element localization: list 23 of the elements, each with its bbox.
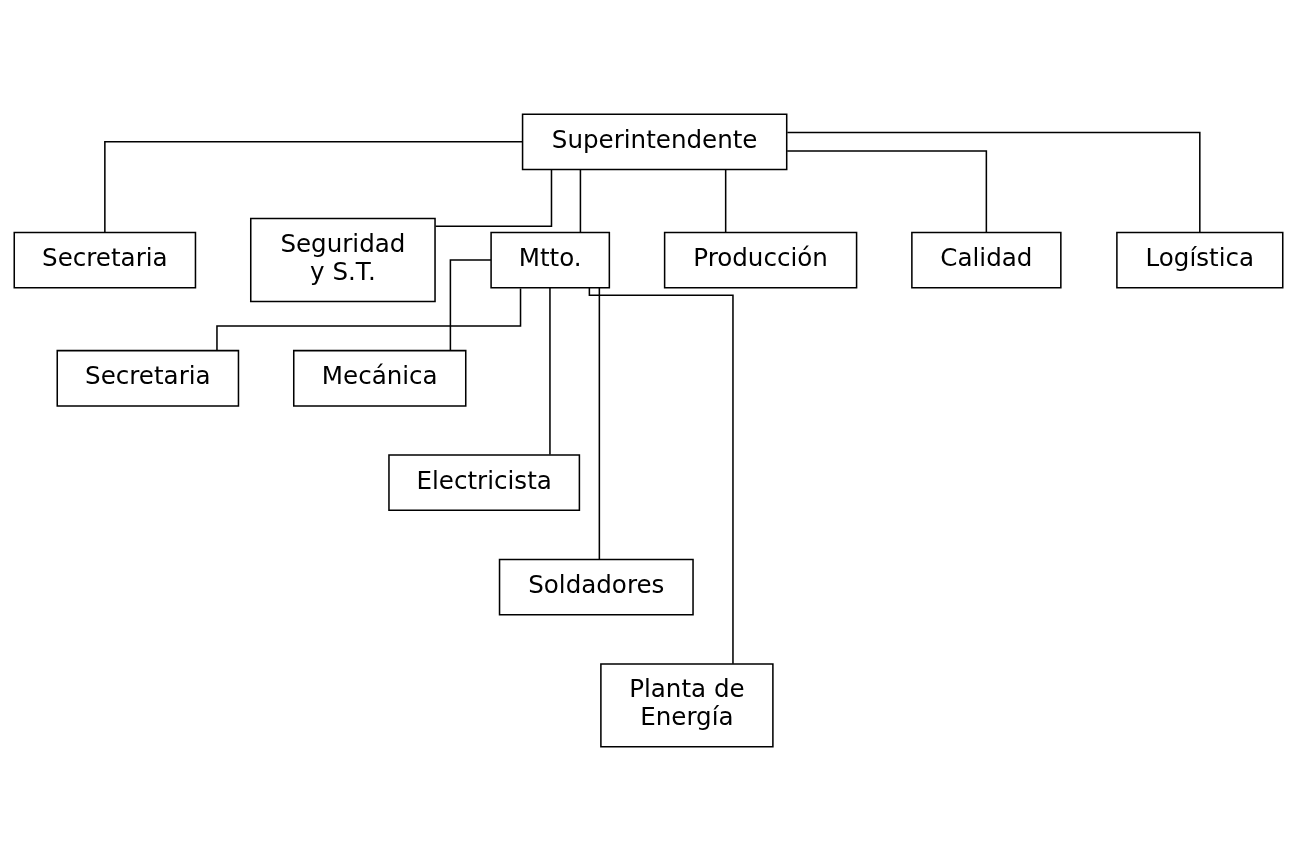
connector: [579, 168, 582, 233]
connector: [434, 168, 553, 227]
node-box: Secretaria: [56, 349, 240, 407]
node-box: Producción: [663, 231, 858, 288]
node-box: Seguridad y S.T.: [250, 217, 436, 302]
connector: [449, 258, 492, 351]
connector: [588, 286, 734, 665]
connector: [786, 149, 988, 233]
node-box: Calidad: [911, 231, 1062, 288]
node-box: Secretaria: [13, 231, 197, 288]
node-box: Mtto.: [490, 231, 611, 288]
node-box: Mecánica: [293, 349, 467, 407]
connector: [104, 140, 523, 233]
connector: [549, 286, 551, 455]
node-box: Planta de Energía: [600, 662, 774, 748]
node-box: Soldadores: [498, 558, 694, 616]
connector: [786, 131, 1201, 233]
node-box: Logística: [1116, 231, 1284, 288]
node-box: Superintendente: [521, 112, 788, 170]
connector: [598, 286, 601, 560]
connector: [216, 287, 522, 351]
node-box: Electricista: [388, 453, 581, 511]
connector: [724, 168, 727, 233]
